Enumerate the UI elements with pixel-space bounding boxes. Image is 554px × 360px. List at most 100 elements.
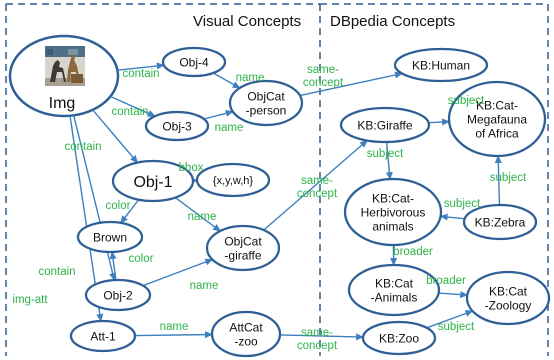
node-label-obj3: Obj-3	[162, 119, 192, 133]
node-label-bbox: {x,y,w,h}	[213, 175, 253, 187]
edge-kb_giraffe-to-kb_megafauna	[428, 118, 451, 126]
edge-label-img-to-obj2: contain	[38, 266, 75, 278]
node-objcat-person: ObjCat-person	[228, 79, 304, 127]
node-shape-kb-giraffe	[339, 106, 431, 144]
edge-label-kb_animals-to-kb_zoology: broader	[426, 275, 466, 287]
node-shape-kb-megafauna	[447, 80, 547, 158]
node-obj3: Obj-3	[144, 110, 210, 142]
node-bbox: {x,y,w,h}	[195, 162, 271, 198]
edge-obj2-to-objcat_giraffe	[142, 258, 214, 287]
img-thumbnail	[45, 46, 85, 86]
node-label-line: KB:Zebra	[475, 215, 526, 229]
edge-label-kb_zoo-to-kb_zoology: subject	[438, 321, 475, 333]
edge-img-to-obj4	[117, 62, 165, 71]
edge-obj4-to-objcat_person	[212, 72, 241, 89]
edge-label-kb_giraffe-to-kb_herbivorous: subject	[367, 148, 404, 160]
edge-label-obj2-to-objcat_giraffe: name	[190, 280, 219, 292]
edge-kb_zoo-to-kb_zoology	[426, 310, 474, 329]
node-attcat-zoo: AttCat-zoo	[210, 310, 282, 358]
node-shape-attcat-zoo	[210, 310, 282, 358]
edge-obj2-to-brown	[109, 251, 117, 281]
edge-obj1-to-brown	[120, 199, 140, 224]
edge-label-obj2-to-brown: color	[129, 253, 154, 265]
node-shape-att1	[69, 319, 137, 353]
node-kb-zebra: KB:Zebra	[462, 203, 538, 241]
node-label-obj4: Obj-4	[179, 55, 209, 69]
node-label-line: KB:Human	[412, 58, 470, 72]
node-kb-giraffe: KB:Giraffe	[339, 106, 431, 144]
node-label-line: ObjCat	[224, 234, 262, 248]
node-att1: Att-1	[69, 319, 137, 353]
edge-label-img-to-obj1: contain	[64, 141, 101, 153]
node-shape-bbox	[195, 162, 271, 198]
node-label-objcat-giraffe: ObjCat-giraffe	[224, 234, 262, 262]
node-label-line: {x,y,w,h}	[213, 175, 253, 187]
edge-label-att1-to-attcat_zoo: name	[160, 321, 189, 333]
node-obj1: Obj-1	[111, 159, 195, 203]
edge-label-img-to-att1: img-att	[12, 294, 48, 306]
node-label-line: Herbivorous	[361, 205, 426, 219]
edge-kb_giraffe-to-kb_herbivorous	[385, 141, 393, 181]
edge-objcat_person-to-kb_human	[299, 71, 403, 97]
node-label-objcat-person: ObjCat-person	[246, 89, 287, 117]
node-label-line: Att-1	[90, 329, 116, 343]
edge-label-attcat_zoo-to-kb_zoo: same-concept	[297, 327, 338, 352]
node-label-line: KB:Cat	[375, 276, 414, 290]
node-label-obj1: Obj-1	[133, 174, 172, 191]
node-label-line: Obj-2	[103, 288, 133, 302]
edges-layer	[69, 62, 502, 341]
edge-label-obj1-to-bbox: bbox	[179, 162, 204, 174]
edge-obj3-to-objcat_person	[203, 109, 234, 120]
node-label-line: Obj-4	[179, 55, 209, 69]
node-label-brown: Brown	[93, 230, 127, 244]
node-label-line: KB:Cat	[489, 284, 528, 298]
edge-label-img-to-obj3: contain	[111, 106, 148, 118]
edge-kb_animals-to-kb_zoology	[438, 291, 469, 299]
node-shape-brown	[76, 220, 144, 254]
node-brown: Brown	[76, 220, 144, 254]
node-kb-zoo: KB:Zoo	[361, 320, 437, 356]
node-label-line: animals	[372, 219, 413, 233]
edge-label-objcat_person-to-kb_human: same-concept	[303, 64, 344, 89]
nodes-layer: Obj-4Obj-3ObjCat-personObj-1{x,y,w,h}Bro…	[69, 46, 551, 358]
node-shape-obj3	[144, 110, 210, 142]
node-label-kb-animals: KB:Cat-Animals	[371, 276, 418, 304]
edge-label-img-to-obj4: contain	[122, 68, 159, 80]
edge-objcat_giraffe-to-kb_giraffe	[263, 139, 368, 231]
visual-concepts-title: Visual Concepts	[193, 13, 301, 30]
node-shape-kb-zoo	[361, 320, 437, 356]
node-shape-kb-animals	[347, 263, 441, 317]
node-shape-obj2	[84, 278, 152, 312]
edge-label-kb_zebra-to-kb_megafauna: subject	[490, 172, 527, 184]
node-label-att1: Att-1	[90, 329, 116, 343]
edge-kb_zebra-to-kb_megafauna	[494, 155, 502, 206]
img-node: Img	[8, 34, 120, 118]
node-label-line: -zoo	[234, 334, 258, 348]
node-kb-human: KB:Human	[393, 47, 489, 83]
node-label-line: of Africa	[475, 126, 519, 140]
edge-label-kb_herbivorous-to-kb_animals: broader	[393, 246, 433, 258]
edge-labels-layer: contain contain contain contain img-att name n…	[12, 64, 527, 352]
edge-label-kb_zebra-to-kb_herbivorous: subject	[444, 198, 481, 210]
node-label-kb-human: KB:Human	[412, 58, 470, 72]
edge-label-obj3-to-objcat_person: name	[215, 122, 244, 134]
node-shape-obj1	[111, 159, 195, 203]
edge-img-to-obj1	[92, 109, 139, 164]
node-label-attcat-zoo: AttCat-zoo	[229, 320, 263, 348]
node-label-line: -person	[246, 103, 287, 117]
node-kb-animals: KB:Cat-Animals	[347, 263, 441, 317]
node-label-kb-zoology: KB:Cat-Zoology	[485, 284, 532, 312]
node-label-line: Megafauna	[467, 112, 527, 126]
node-label-line: KB:Zoo	[379, 331, 419, 345]
node-label-line: Brown	[93, 230, 127, 244]
node-label-line: KB:Cat-	[476, 98, 518, 112]
node-shape-objcat-person	[228, 79, 304, 127]
edge-label-obj1-to-objcat_giraffe: name	[188, 211, 217, 223]
edge-obj1-to-objcat_giraffe	[174, 197, 222, 232]
node-shape-obj4	[161, 46, 227, 78]
node-shape-objcat-giraffe	[205, 224, 281, 272]
